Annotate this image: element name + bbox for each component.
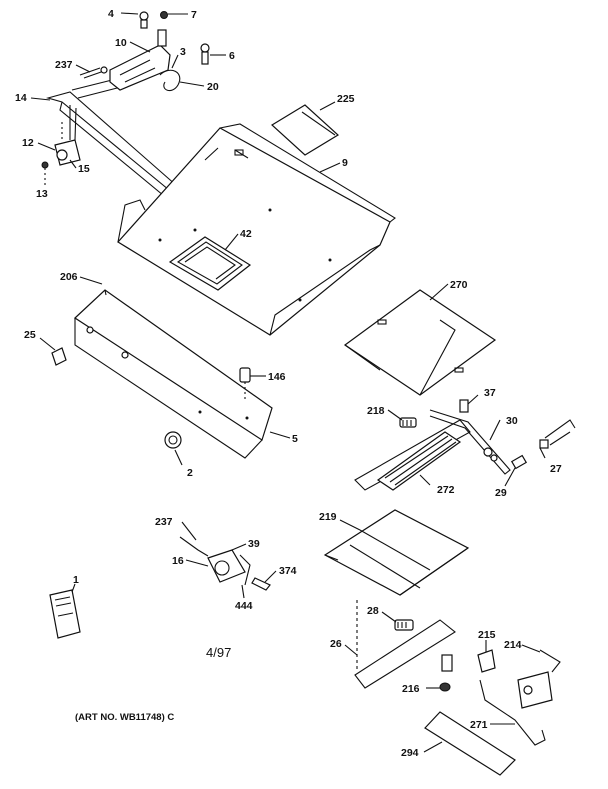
part-294-bar <box>424 711 516 776</box>
part-225-plate <box>271 104 339 156</box>
part-25-clip <box>51 347 67 366</box>
label-444: 444 <box>235 600 253 612</box>
part-2-knob <box>164 431 182 449</box>
label-6: 6 <box>229 50 235 62</box>
label-39: 39 <box>248 538 260 550</box>
part-215-216 <box>439 649 496 692</box>
label-13: 13 <box>36 188 48 200</box>
label-146: 146 <box>268 371 286 383</box>
broil-burner-tube <box>354 409 511 491</box>
part-270-panel <box>343 289 497 396</box>
label-9: 9 <box>342 157 348 169</box>
label-27: 27 <box>550 463 562 475</box>
part-218-igniter <box>399 417 417 428</box>
label-215: 215 <box>478 629 496 641</box>
label-272: 272 <box>437 484 455 496</box>
part-219-shield <box>323 509 470 596</box>
label-4: 4 <box>108 8 114 20</box>
label-20: 20 <box>207 81 219 93</box>
front-rail <box>74 289 273 459</box>
label-28: 28 <box>367 605 379 617</box>
label-3: 3 <box>180 46 186 58</box>
label-374: 374 <box>279 565 297 577</box>
label-5: 5 <box>292 433 298 445</box>
art-number: (ART NO. WB11748) C <box>75 712 174 723</box>
part-272-plate <box>376 431 462 491</box>
label-12: 12 <box>22 137 34 149</box>
label-7: 7 <box>191 9 197 21</box>
part-214-valve <box>517 649 561 709</box>
label-216: 216 <box>402 683 420 695</box>
label-37: 37 <box>484 387 496 399</box>
label-16: 16 <box>172 555 184 567</box>
label-15: 15 <box>78 163 90 175</box>
part-26-burner <box>354 600 456 689</box>
label-29: 29 <box>495 487 507 499</box>
label-270: 270 <box>450 279 468 291</box>
label-219: 219 <box>319 511 337 523</box>
part-37 <box>459 399 469 413</box>
label-218: 218 <box>367 405 385 417</box>
manifold-assembly <box>41 11 210 206</box>
label-237a: 237 <box>55 59 73 71</box>
label-30: 30 <box>506 415 518 427</box>
date-code: 4/97 <box>206 645 231 660</box>
label-26: 26 <box>330 638 342 650</box>
main-burner-box <box>117 123 396 336</box>
part-labels: 4 7 10 3 6 237 20 14 225 12 15 13 9 42 2… <box>15 8 562 759</box>
part-39-regulator <box>179 536 271 591</box>
label-294: 294 <box>401 747 419 759</box>
part-271-tube <box>479 679 546 746</box>
leader-lines <box>30 12 546 753</box>
label-14: 14 <box>15 92 27 104</box>
part-146 <box>239 367 251 400</box>
label-25: 25 <box>24 329 36 341</box>
label-237b: 237 <box>155 516 173 528</box>
label-2: 2 <box>187 467 193 479</box>
label-10: 10 <box>115 37 127 49</box>
part-42-vent <box>168 236 252 291</box>
label-225: 225 <box>337 93 355 105</box>
label-214: 214 <box>504 639 522 651</box>
label-42: 42 <box>240 228 252 240</box>
label-1: 1 <box>73 574 79 586</box>
part-1-manual <box>49 589 81 639</box>
label-206: 206 <box>60 271 78 283</box>
part-28-igniter <box>394 619 414 631</box>
label-271: 271 <box>470 719 488 731</box>
part-29-27 <box>510 419 576 470</box>
